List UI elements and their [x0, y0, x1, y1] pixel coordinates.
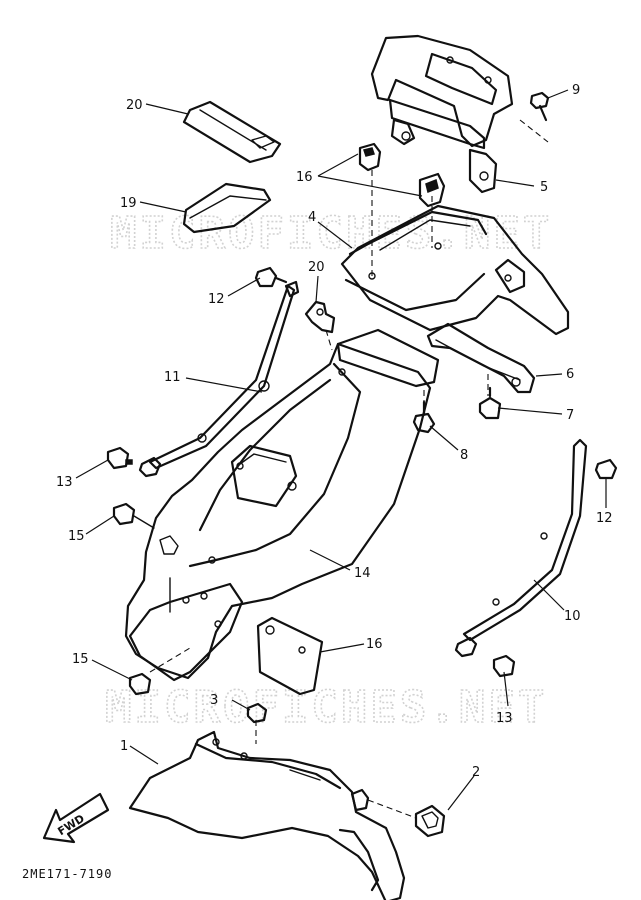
fwd-label: FWD	[55, 812, 86, 838]
callout-12-upper: 12	[208, 292, 225, 307]
part-13-nut-left	[106, 446, 133, 470]
part-8-bolt	[412, 400, 436, 434]
callout-13-right: 13	[496, 711, 513, 726]
part-13-nut-right	[492, 654, 516, 678]
part-9-bolt	[529, 91, 550, 122]
callout-3: 3	[210, 693, 218, 708]
callout-19: 20	[126, 98, 143, 113]
callout-2: 2	[472, 765, 480, 780]
callout-13-left: 13	[56, 475, 73, 490]
part-19-strap	[182, 100, 282, 164]
callout-6: 6	[566, 367, 574, 382]
callout-17: 16	[366, 637, 383, 652]
callout-4: 4	[308, 210, 316, 225]
callout-labels: 20 19 9 5 16 4 20 12 11 6 7 8 13 12 15 1…	[56, 83, 613, 780]
part-12-bolt-right	[594, 458, 618, 480]
part-10-stay-rod	[454, 438, 588, 658]
part-15-screw-upper	[112, 502, 155, 529]
part-7-bolt	[478, 386, 502, 420]
callout-10: 10	[564, 609, 581, 624]
callout-8: 8	[460, 448, 468, 463]
callout-20: 20	[308, 260, 325, 275]
part-14-rear-fender	[124, 328, 440, 682]
part-11-stay-rod	[138, 280, 300, 478]
callout-18: 19	[120, 196, 137, 211]
part-5-bracket-frame	[370, 34, 549, 194]
part-1-front-fender	[128, 730, 406, 900]
callout-15-lower: 15	[72, 652, 89, 667]
part-15-screw-lower	[128, 647, 191, 696]
part-16-clip-lower	[418, 172, 446, 208]
part-12-bolt-upper	[254, 266, 288, 288]
part-3-screw	[246, 702, 268, 744]
callout-15-upper: 15	[68, 529, 85, 544]
callout-5: 5	[540, 180, 548, 195]
callout-14: 14	[354, 566, 371, 581]
watermark-top: MICROFICHES.NET	[110, 208, 552, 259]
fwd-arrow-icon: FWD	[42, 792, 110, 844]
part-2-reflector	[350, 788, 446, 838]
watermark-bottom: MICROFICHES.NET	[105, 682, 547, 733]
callout-1: 1	[120, 739, 128, 754]
part-6-plate-bracket	[426, 322, 536, 396]
callout-11: 11	[164, 370, 181, 385]
callout-12-right: 12	[596, 511, 613, 526]
part-18-pad	[182, 182, 272, 234]
reference-code: 2ME171-7190	[22, 867, 112, 881]
callout-9: 9	[572, 83, 580, 98]
part-16-clip-upper	[358, 142, 382, 172]
callout-7: 7	[566, 408, 574, 423]
leader-lines	[75, 89, 607, 811]
part-17-plate	[256, 616, 324, 696]
part-20-small-bracket	[304, 300, 336, 351]
callout-16: 16	[296, 170, 313, 185]
